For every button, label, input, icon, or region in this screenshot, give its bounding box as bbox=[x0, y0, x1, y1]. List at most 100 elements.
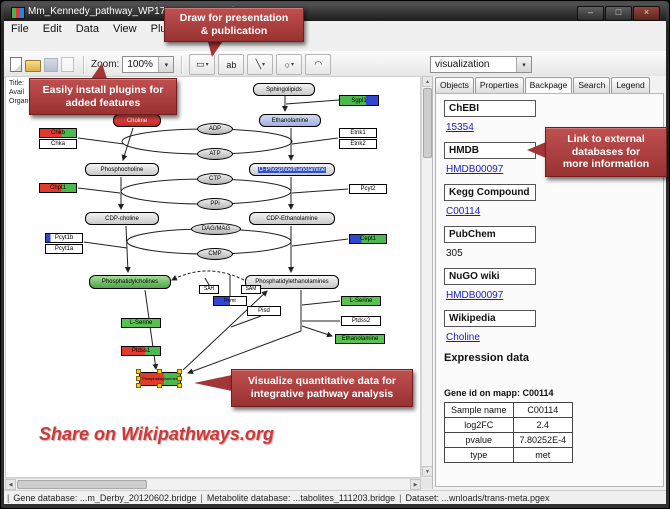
hmdb-id-link[interactable]: HMDB00097 bbox=[446, 164, 504, 175]
node-choline[interactable]: Choline bbox=[113, 114, 161, 127]
table-row: log2FC 2.4 bbox=[444, 417, 574, 433]
node-chkb[interactable]: Chkb bbox=[39, 128, 77, 138]
selection-handle[interactable] bbox=[177, 383, 182, 388]
callout-line: Visualize quantitative data for bbox=[247, 375, 396, 388]
node-l-serine-left[interactable]: L-Serine bbox=[121, 318, 161, 328]
node-phosphocholine[interactable]: Phosphocholine bbox=[85, 163, 159, 176]
maximize-button[interactable]: □ bbox=[605, 6, 632, 21]
node-sphingolipids[interactable]: Sphingolipids bbox=[253, 83, 315, 96]
save-file-icon[interactable] bbox=[44, 57, 58, 72]
close-button[interactable]: × bbox=[633, 6, 660, 21]
wikipedia-link[interactable]: Choline bbox=[446, 332, 480, 343]
nugo-id-link[interactable]: HMDB00097 bbox=[446, 290, 504, 301]
chebi-id-link[interactable]: 15354 bbox=[446, 122, 474, 133]
node-ptdss2[interactable]: Ptdss2 bbox=[341, 316, 381, 326]
menu-bar: File Edit Data View Plugins Help bbox=[4, 21, 666, 36]
menu-edit[interactable]: Edit bbox=[42, 22, 62, 35]
arc-tool-button[interactable]: ◠ bbox=[305, 54, 332, 75]
new-file-icon[interactable] bbox=[10, 57, 22, 72]
selection-handle[interactable] bbox=[136, 376, 141, 381]
node-ethanolamine[interactable]: Ethanolamine bbox=[259, 114, 321, 127]
shape-tool-button[interactable]: ○ ▾ bbox=[276, 54, 303, 75]
node-pcyt1a[interactable]: Pcyt1a bbox=[45, 244, 83, 254]
node-ppi[interactable]: PPi bbox=[197, 198, 233, 210]
node-chka[interactable]: Chka bbox=[39, 139, 77, 149]
node-dag-mag[interactable]: DAG/MAG bbox=[191, 223, 241, 235]
tab-legend[interactable]: Legend bbox=[611, 77, 650, 93]
chevron-down-icon[interactable]: ▾ bbox=[516, 57, 531, 72]
tab-objects[interactable]: Objects bbox=[435, 77, 474, 93]
callout-line: added features bbox=[65, 96, 141, 109]
pathway-canvas[interactable]: Title: Avail Organ Sphingolipids Sgpl1 C… bbox=[5, 76, 421, 478]
tab-search[interactable]: Search bbox=[573, 77, 611, 93]
label-icon: ab bbox=[226, 59, 237, 70]
copy-icon[interactable] bbox=[61, 57, 74, 72]
table-cell: Sample name bbox=[444, 402, 514, 418]
selection-handle[interactable] bbox=[136, 369, 141, 374]
node-etnk1[interactable]: Etnk1 bbox=[339, 128, 377, 138]
node-ptdss1[interactable]: Ptdss1 bbox=[121, 346, 161, 356]
open-file-icon[interactable] bbox=[25, 59, 41, 72]
visualization-combobox[interactable]: visualization ▾ bbox=[430, 56, 532, 73]
node-ctp[interactable]: CTP bbox=[197, 173, 233, 185]
table-row: Sample name C00114 bbox=[444, 402, 574, 418]
node-cdp-ethanolamine[interactable]: CDP-Ethanolamine bbox=[249, 212, 335, 225]
table-cell: 7.80252E-4 bbox=[512, 432, 574, 448]
node-atp[interactable]: ATP bbox=[197, 148, 233, 160]
node-cept1[interactable]: Cept1 bbox=[349, 234, 387, 244]
canvas-vertical-scrollbar[interactable]: ▲ ▼ bbox=[421, 76, 433, 478]
selection-handle[interactable] bbox=[136, 383, 141, 388]
node-pisd[interactable]: Pisd bbox=[247, 306, 281, 316]
node-l-serine-right[interactable]: L-Serine bbox=[341, 296, 381, 306]
label-tool-button[interactable]: ab bbox=[218, 54, 245, 75]
sidebar-tabs: Objects Properties Backpage Search Legen… bbox=[435, 77, 664, 93]
node-sah[interactable]: SAH bbox=[199, 285, 219, 294]
backpage-header-wikipedia: Wikipedia bbox=[444, 310, 536, 327]
minimize-button[interactable]: – bbox=[577, 6, 604, 21]
kegg-id-link[interactable]: C00114 bbox=[446, 206, 481, 217]
scroll-left-icon[interactable]: ◀ bbox=[5, 479, 16, 490]
toolbar-separator bbox=[181, 55, 183, 74]
table-cell: met bbox=[512, 447, 574, 463]
menu-file[interactable]: File bbox=[11, 22, 29, 35]
selection-handle[interactable] bbox=[157, 383, 162, 388]
scrollbar-corner bbox=[421, 478, 432, 489]
node-cdp-choline[interactable]: CDP-choline bbox=[85, 212, 159, 225]
node-pcyt2[interactable]: Pcyt2 bbox=[349, 184, 387, 194]
status-metabolite-database: Metabolite database: ...tabolites_111203… bbox=[206, 492, 396, 503]
node-pcyt1b[interactable]: Pcyt1b bbox=[45, 233, 83, 243]
tab-backpage[interactable]: Backpage bbox=[524, 77, 573, 93]
chevron-down-icon[interactable]: ▾ bbox=[158, 57, 174, 72]
callout-line: Easily install plugins for bbox=[42, 83, 164, 96]
zoom-combobox[interactable]: 100% ▾ bbox=[122, 56, 175, 73]
callout-pointer bbox=[527, 142, 546, 158]
node-o-phosphoethanolamine[interactable]: O-Phosphoethanolamine bbox=[249, 163, 335, 176]
node-ethanolamine-bottom[interactable]: Ethanolamine bbox=[335, 334, 385, 344]
canvas-horizontal-scrollbar[interactable]: ◀ ▶ bbox=[5, 478, 421, 490]
node-phosphatidylethanolamines[interactable]: Phosphatidylethanolamines bbox=[245, 275, 339, 289]
node-etnk2[interactable]: Etnk2 bbox=[339, 139, 377, 149]
line-icon: ╲ bbox=[255, 59, 262, 69]
tab-properties[interactable]: Properties bbox=[474, 77, 524, 93]
shape-icon: ○ bbox=[284, 59, 291, 70]
node-pemt[interactable]: Pemt bbox=[213, 296, 247, 306]
selection-handle[interactable] bbox=[177, 369, 182, 374]
node-chpt1[interactable]: Chpt1 bbox=[39, 183, 77, 193]
node-phosphatidylcholines[interactable]: Phosphatidylcholines bbox=[89, 275, 171, 289]
node-cmp[interactable]: CMP bbox=[197, 248, 233, 260]
table-row: type met bbox=[444, 447, 574, 463]
node-sgpl1[interactable]: Sgpl1 bbox=[339, 95, 379, 106]
vertical-scroll-thumb[interactable] bbox=[423, 88, 432, 158]
selection-handle[interactable] bbox=[177, 376, 182, 381]
datanode-tool-button[interactable]: ▭ ▾ bbox=[189, 54, 216, 75]
callout-line: Link to external bbox=[567, 133, 645, 146]
backpage-header-nugo: NuGO wiki bbox=[444, 268, 536, 285]
menu-view[interactable]: View bbox=[112, 22, 137, 35]
scroll-right-icon[interactable]: ▶ bbox=[410, 479, 421, 490]
node-sam[interactable]: SAM bbox=[241, 285, 261, 294]
horizontal-scroll-thumb[interactable] bbox=[17, 480, 147, 489]
selection-handle[interactable] bbox=[157, 369, 162, 374]
menu-data[interactable]: Data bbox=[75, 22, 99, 35]
node-adp[interactable]: ADP bbox=[197, 123, 233, 135]
line-tool-button[interactable]: ╲ ▾ bbox=[247, 54, 274, 75]
